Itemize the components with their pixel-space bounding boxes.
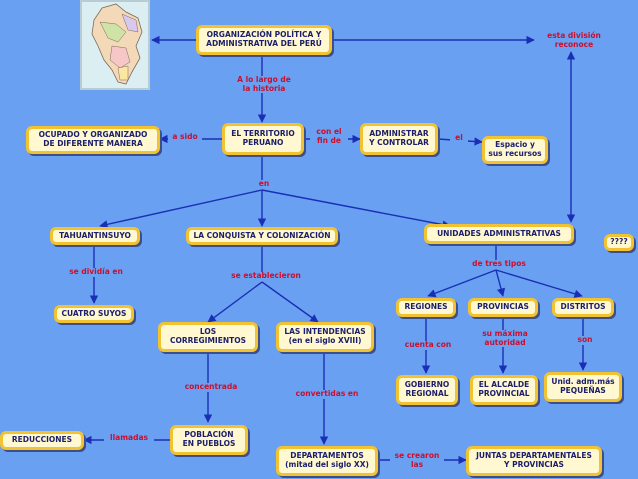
label-en: en: [252, 179, 276, 189]
label-cuenta-con: cuenta con: [398, 340, 458, 350]
label-con-el-fin: con el fin de: [310, 127, 348, 146]
label-a-sido: a sido: [168, 132, 202, 142]
arrow-tipos-provincias: [495, 269, 506, 297]
label-concentrada: concentrada: [176, 382, 246, 392]
arrow-en-unidades: [261, 189, 451, 229]
label-convertidas: convertidas en: [288, 389, 366, 399]
node-unid-adm[interactable]: Unid. adm.más PEQUEÑAS: [544, 372, 622, 402]
label-se-dividia: se dividía en: [58, 267, 134, 277]
node-intendencias[interactable]: LAS INTENDENCIAS (en el siglo XVIII): [276, 322, 374, 352]
label-se-crearon: se crearon las: [390, 451, 444, 470]
node-espacio[interactable]: Espacio y sus recursos: [482, 136, 548, 164]
arrow-en-tahuantinsuyo: [99, 189, 263, 229]
label-de-tres-tipos: de tres tipos: [466, 259, 532, 269]
node-corregimientos[interactable]: LOS CORREGIMIENTOS: [158, 322, 258, 352]
peru-map-icon: [82, 2, 148, 88]
node-juntas[interactable]: JUNTAS DEPARTAMENTALES Y PROVINCIAS: [466, 446, 602, 476]
arrow-tipos-regiones: [427, 269, 497, 298]
arrow-est-corregimientos: [207, 281, 263, 323]
node-departamentos[interactable]: DEPARTAMENTOS (mitad del siglo XX): [276, 446, 378, 476]
label-su-maxima: su máxima autoridad: [472, 329, 538, 348]
arrow-est-intendencias: [261, 281, 319, 323]
label-llamadas: llamadas: [104, 433, 154, 443]
node-unidades[interactable]: UNIDADES ADMINISTRATIVAS: [424, 224, 574, 244]
node-alcalde[interactable]: EL ALCALDE PROVINCIAL: [470, 375, 538, 405]
label-se-establecieron: se establecieron: [224, 271, 308, 281]
node-administrar[interactable]: ADMINISTRAR Y CONTROLAR: [360, 123, 438, 155]
node-unknown[interactable]: ????: [604, 234, 634, 251]
node-gobierno[interactable]: GOBIERNO REGIONAL: [396, 375, 458, 405]
node-title[interactable]: ORGANIZACIÓN POLÍTICA Y ADMINISTRATIVA D…: [196, 25, 332, 55]
node-tahuantinsuyo[interactable]: TAHUANTINSUYO: [50, 227, 140, 245]
label-el: el: [450, 133, 468, 143]
node-territorio[interactable]: EL TERRITORIO PERUANO: [222, 123, 304, 155]
node-cuatro-suyos[interactable]: CUATRO SUYOS: [54, 305, 134, 323]
peru-map-image: [80, 0, 150, 90]
node-reducciones[interactable]: REDUCCIONES: [0, 431, 84, 450]
node-poblacion[interactable]: POBLACIÓN EN PUEBLOS: [170, 425, 248, 455]
node-distritos[interactable]: DISTRITOS: [552, 298, 614, 317]
label-son: son: [572, 335, 598, 345]
node-ocupado[interactable]: OCUPADO Y ORGANIZADO DE DIFERENTE MANERA: [26, 126, 160, 154]
node-regiones[interactable]: REGIONES: [396, 298, 456, 317]
node-conquista[interactable]: LA CONQUISTA Y COLONIZACIÓN: [186, 227, 338, 245]
node-provincias[interactable]: PROVINCIAS: [468, 298, 538, 317]
label-esta-division: esta división reconoce: [536, 31, 612, 50]
arrow-tipos-distritos: [495, 269, 583, 298]
label-a-lo-largo: A lo largo de la historia: [226, 75, 302, 94]
